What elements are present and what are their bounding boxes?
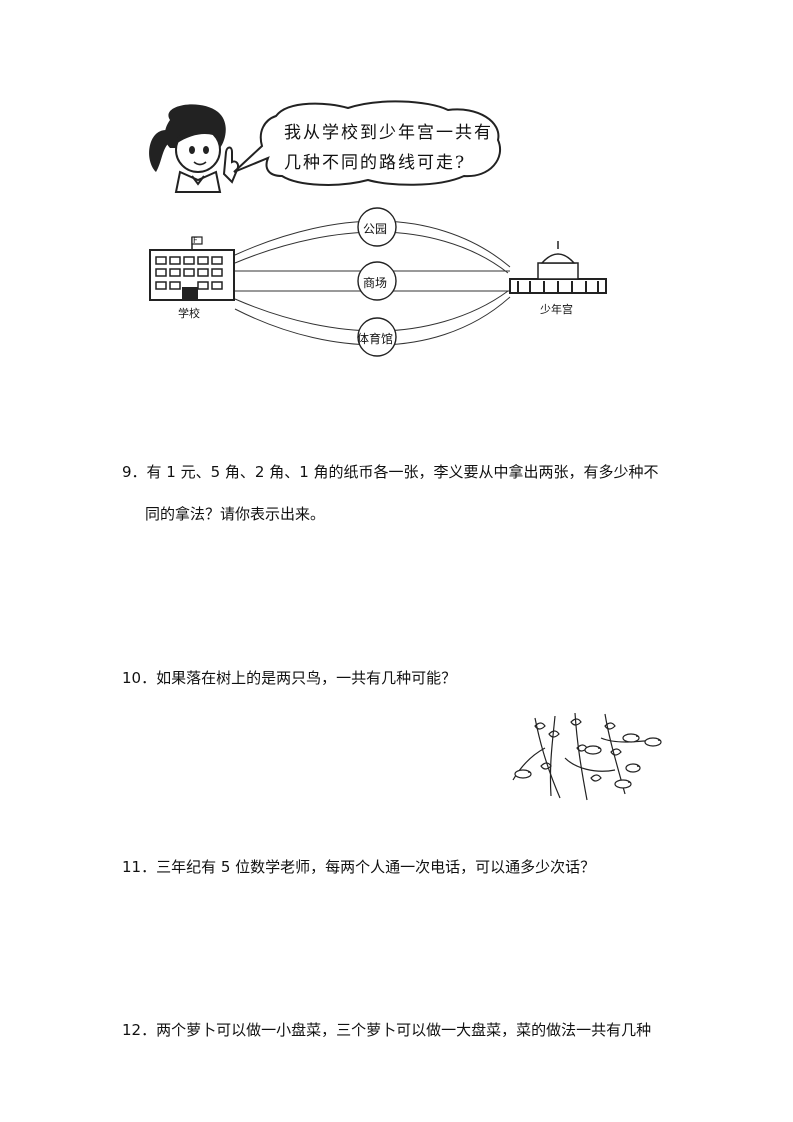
youth-palace-label: 少年宫 — [540, 303, 573, 316]
question-12-line1: 12．两个萝卜可以做一小盘菜，三个萝卜可以做一大盘菜，菜的做法一共有几种 — [122, 1021, 652, 1039]
school-label: 学校 — [178, 307, 200, 320]
school-building-icon — [149, 236, 235, 301]
youth-palace-icon — [509, 241, 607, 294]
speech-bubble — [233, 100, 501, 186]
question-11-line1: 11．三年纪有 5 位数学老师，每两个人通一次电话，可以通多少次话？ — [122, 858, 596, 876]
bubble-text-line2: 几种不同的路线可走? — [284, 153, 467, 173]
bubble-text-line1: 我从学校到少年宫一共有 — [284, 123, 493, 143]
question-10-line1: 10．如果落在树上的是两只鸟，一共有几种可能？ — [122, 669, 457, 687]
mall-stop-circle — [357, 261, 397, 301]
route-diagram — [149, 207, 607, 357]
park-stop-circle — [357, 207, 397, 247]
flag-label: F — [193, 236, 198, 245]
mall-label: 商场 — [363, 276, 388, 290]
question-9-line1: 9．有 1 元、5 角、2 角、1 角的纸币各一张，李义要从中拿出两张，有多少种… — [122, 463, 659, 481]
gym-stop-circle — [357, 317, 397, 357]
girl-illustration — [149, 104, 240, 193]
birds-on-tree-illustration — [512, 712, 662, 801]
park-label: 公园 — [363, 222, 388, 236]
question-9-line2: 同的拿法？请你表示出来。 — [145, 505, 326, 523]
gym-label: 体育馆 — [357, 332, 394, 346]
